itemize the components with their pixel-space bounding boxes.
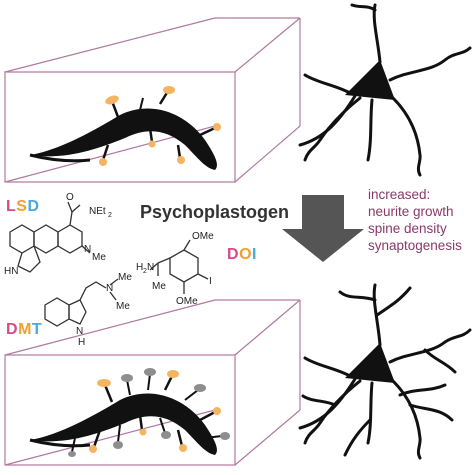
doi-h-label: H: [136, 262, 143, 273]
down-arrow-icon: [282, 195, 364, 262]
dendrite-top-icon: [29, 86, 221, 170]
spines-top: [99, 86, 221, 166]
doi-label: DOI: [227, 246, 257, 263]
lsd-amide-sub: 2: [108, 212, 112, 219]
lsd-amide-label: NEt: [89, 206, 106, 217]
dmt-me-top-label: Me: [118, 272, 132, 283]
doi-ome-bottom-label: OMe: [176, 296, 198, 307]
effect-item-spine-density: spine density: [368, 221, 447, 236]
top-panel: [4, 3, 472, 183]
effects-heading: increased:: [368, 187, 431, 202]
dmt-nh-label: N: [76, 326, 83, 337]
dmt-h-label: H: [78, 337, 85, 348]
doi-me-label: Me: [152, 281, 166, 292]
effect-item-synaptogenesis: synaptogenesis: [368, 238, 462, 253]
neuron-bottom-icon: [298, 283, 472, 460]
doi-structure: [149, 239, 209, 294]
neuron-top-icon: [298, 3, 472, 177]
lsd-label: LSD: [6, 198, 40, 215]
dmt-me-bottom-label: Me: [116, 301, 130, 312]
lsd-structure: [9, 201, 91, 273]
lsd-o-label: O: [66, 192, 74, 203]
diagram-title: Psychoplastogen: [140, 202, 290, 222]
dmt-n-label: N: [106, 283, 113, 294]
lsd-n-label: N: [84, 244, 91, 255]
dmt-label: DMT: [6, 321, 43, 338]
spines-bottom: [68, 368, 230, 457]
doi-ome-top-label: OMe: [192, 231, 214, 242]
effects-list: increased: neurite growth spine density …: [368, 186, 472, 254]
lsd-hn-label: HN: [4, 266, 18, 277]
bottom-panel: [4, 283, 472, 466]
dendrite-bottom-icon: [29, 368, 230, 457]
doi-n-label: N: [147, 262, 154, 273]
dmt-structure: [44, 278, 119, 327]
lsd-me-label: Me: [92, 252, 106, 263]
effect-item-neurite-growth: neurite growth: [368, 204, 454, 219]
doi-i-label: I: [209, 276, 212, 287]
doi-h-sub: 2: [143, 268, 147, 275]
chem-labels: NEt 2 O N Me HN H 2 N Me OMe OMe I N Me …: [4, 192, 214, 348]
